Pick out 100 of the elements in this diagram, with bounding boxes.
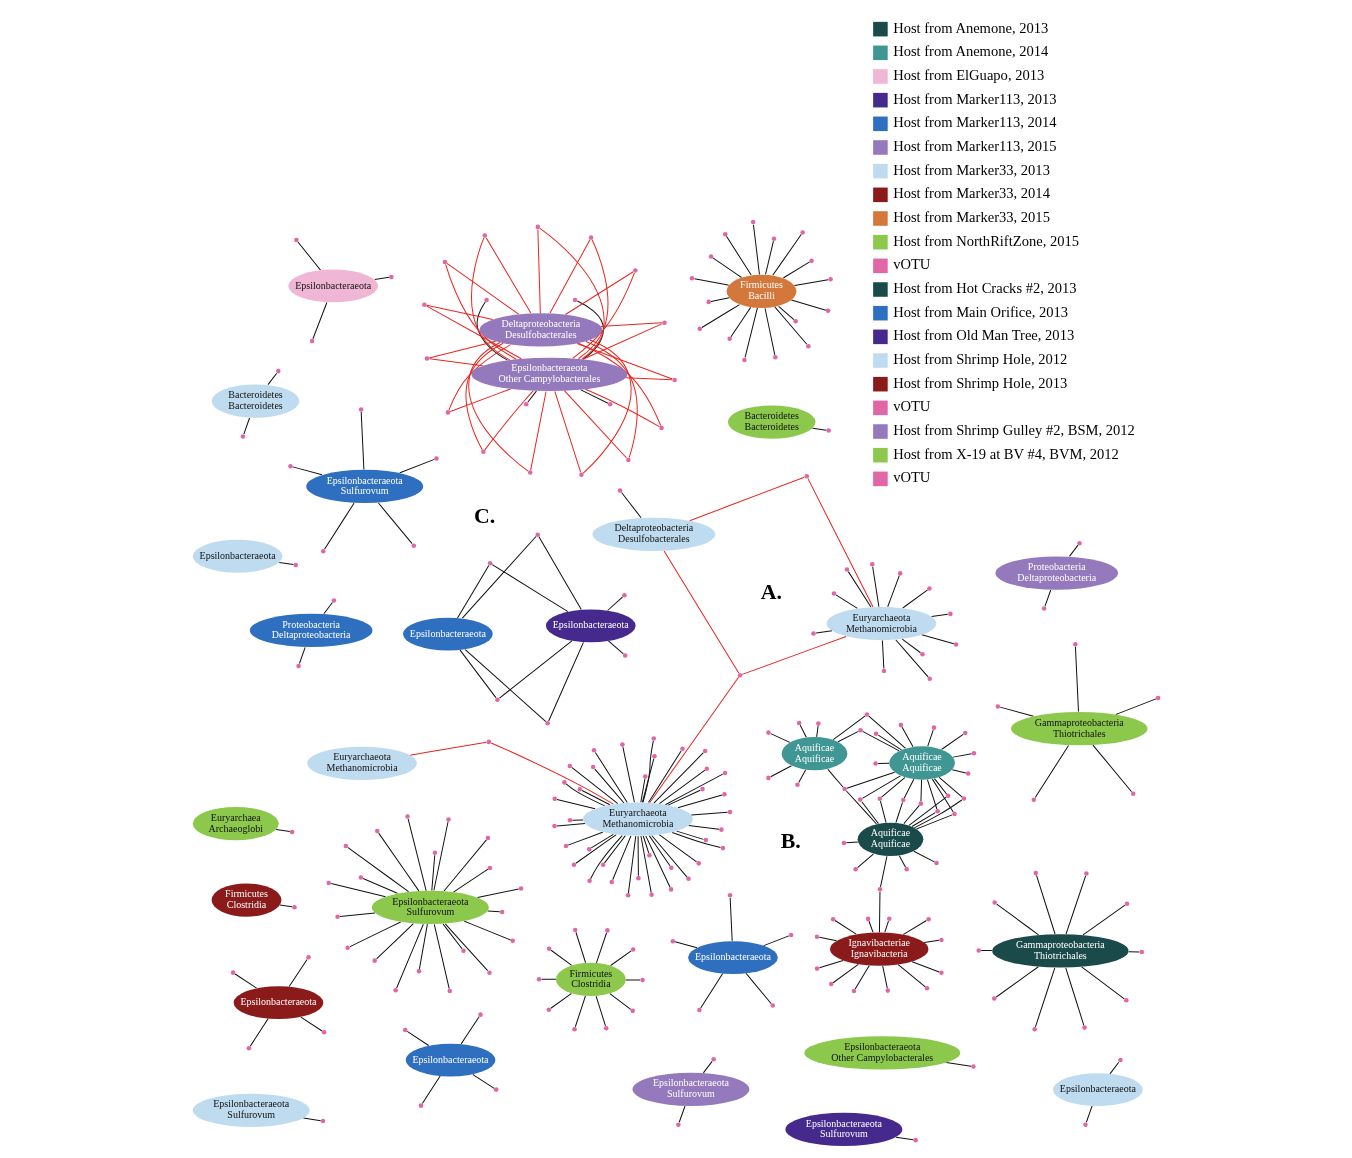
connector [409, 741, 487, 756]
node-circle [1072, 642, 1078, 647]
connector [642, 835, 649, 854]
node-circle [480, 449, 486, 455]
node-circle [432, 850, 437, 856]
node-circle [1081, 1025, 1087, 1030]
connector [700, 304, 740, 328]
legend-label: Host from X-19 at BV #4, BVM, 2012 [892, 445, 1119, 462]
node-circle [1041, 606, 1046, 611]
connector [467, 341, 529, 472]
connector [299, 1016, 323, 1032]
connector [878, 891, 880, 933]
connector [837, 730, 859, 743]
connector [826, 768, 844, 788]
connector [845, 771, 895, 789]
connector [589, 835, 623, 880]
node-circle [841, 786, 847, 792]
connector [901, 726, 913, 748]
connector [346, 846, 409, 893]
node-circle [705, 299, 711, 305]
node-circle [702, 748, 707, 754]
connector [425, 304, 493, 321]
legend-label: vOTU [892, 256, 930, 273]
legend-label: Host from Main Orifice, 2013 [892, 303, 1068, 320]
node-circle [805, 343, 811, 349]
node-ellipse: Epsilonbacteraeota [1052, 1073, 1143, 1107]
connector [593, 768, 624, 804]
node-circle [608, 879, 614, 885]
connector [433, 923, 450, 990]
connector [576, 343, 673, 380]
connector [470, 237, 510, 361]
node-circle [827, 277, 833, 282]
node-circle [704, 766, 709, 772]
connector [995, 966, 1039, 998]
connector [555, 823, 586, 827]
node-circle [446, 988, 452, 994]
node-circle [344, 945, 350, 951]
connector [338, 912, 375, 918]
node-circle [293, 562, 298, 568]
node-ellipse: Epsilonbacteraeota Other Campylobacterales [803, 1036, 960, 1070]
node-circle [477, 1012, 483, 1017]
connector [648, 835, 670, 867]
connector [234, 973, 257, 989]
connector [898, 855, 906, 868]
connector [556, 798, 596, 810]
connector [421, 1075, 441, 1104]
node-circle [931, 725, 936, 730]
connector [782, 261, 810, 279]
connector [547, 641, 584, 722]
connector [930, 613, 948, 617]
node-circle [918, 801, 923, 806]
node-circle [727, 809, 732, 815]
node-ellipse: Firmicutes Clostridia [555, 962, 626, 997]
node-circle [970, 1064, 976, 1069]
connector [741, 635, 847, 675]
connector [762, 935, 789, 947]
node-circle [371, 958, 377, 963]
label: C. [473, 503, 495, 528]
connector [442, 923, 463, 950]
connector [879, 855, 887, 888]
connector [526, 390, 537, 403]
connector [1114, 698, 1156, 715]
node-circle [873, 731, 878, 736]
connector [1127, 951, 1140, 953]
node-circle [718, 827, 724, 832]
connector [926, 779, 937, 810]
connector [590, 833, 614, 849]
connector [249, 1018, 269, 1047]
connector [550, 949, 572, 966]
connector [911, 961, 940, 973]
node-circle [722, 232, 727, 237]
connector [595, 932, 607, 964]
connector [980, 950, 992, 952]
connector [815, 630, 833, 634]
legend-label: Host from NorthRiftZone, 2015 [892, 232, 1079, 249]
node-circle [808, 258, 814, 263]
node-ellipse: Proteobacteria Deltaproteobacteria [249, 613, 372, 648]
connector [278, 904, 292, 908]
connector [406, 1030, 429, 1047]
node-circle [661, 320, 667, 325]
node-circle [240, 434, 245, 439]
connector [570, 766, 618, 805]
connector [465, 342, 504, 451]
node-circle [991, 996, 997, 1001]
node-circle [577, 787, 582, 792]
legend-label: Host from Marker113, 2013 [892, 90, 1057, 107]
connector [1064, 967, 1084, 1026]
node-circle [991, 900, 997, 905]
node-circle [392, 988, 398, 993]
node-circle [607, 402, 612, 407]
connector [476, 888, 519, 899]
connector [688, 476, 805, 522]
connector [639, 778, 645, 803]
connector [879, 800, 887, 824]
node-circle [722, 770, 727, 776]
connector [912, 850, 935, 863]
node-circle [689, 276, 694, 281]
node-circle [1123, 998, 1129, 1003]
node-circle [938, 937, 944, 943]
connector [923, 939, 939, 943]
